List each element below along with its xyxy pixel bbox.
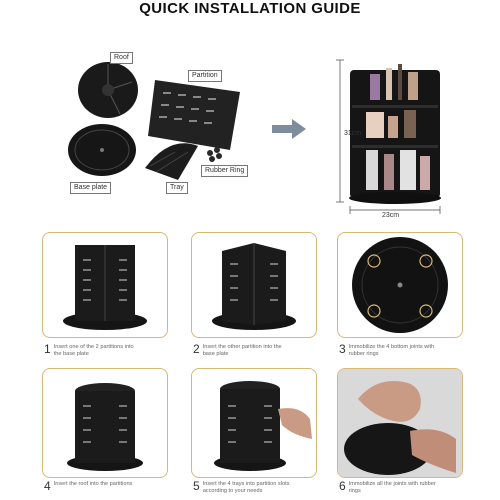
- arrow-right-icon: [272, 119, 306, 139]
- step-2-text: Insert the other partition into the base…: [202, 344, 282, 357]
- step-6-panel: [337, 368, 463, 478]
- step-6-number: 6: [339, 479, 346, 493]
- step-4-illustration: [67, 383, 143, 471]
- step-5-caption: 5 Insert the 4 trays into partition slot…: [193, 480, 291, 494]
- step-6-text: Immobilize all the joints with rubber ri…: [348, 481, 436, 494]
- partition-part: [148, 80, 240, 150]
- step-5-illustration: [214, 381, 312, 471]
- label-partition: Partition: [188, 70, 222, 82]
- step-2-illustration: [212, 243, 296, 330]
- step-4-panel: [42, 368, 168, 478]
- label-roof: Roof: [110, 52, 133, 64]
- step-1-panel: [42, 232, 168, 338]
- tray-part: [145, 143, 198, 180]
- step-1-illustration: [63, 245, 147, 330]
- step-2-panel: [191, 232, 317, 338]
- step-4-caption: 4 Insert the roof into the partitions: [44, 480, 132, 492]
- step-6-caption: 6 Immobilize all the joints with rubber …: [339, 480, 437, 494]
- label-rubber-ring: Rubber Ring: [201, 165, 249, 177]
- assembled-product-photo: [336, 59, 441, 214]
- step-1-number: 1: [44, 342, 51, 356]
- step-1-caption: 1 Insert one of the 2 partitions into th…: [44, 343, 142, 357]
- step-3-panel: [337, 232, 463, 338]
- step-3-text: Immobilize the 4 bottom joints with rubb…: [348, 344, 435, 357]
- step-3-number: 3: [339, 342, 346, 356]
- step-3-illustration: [352, 237, 448, 333]
- step-4-text: Insert the roof into the partitions: [53, 481, 133, 487]
- step-4-number: 4: [44, 479, 51, 493]
- exploded-parts-illustration: [68, 62, 240, 180]
- label-base-plate: Base plate: [70, 182, 112, 194]
- step-5-panel: [191, 368, 317, 478]
- height-dimension: 31cm: [344, 130, 362, 137]
- step-5-text: Insert the 4 trays into partition slots …: [202, 481, 290, 494]
- step-6-illustration: [338, 369, 462, 477]
- step-3-caption: 3 Immobilize the 4 bottom joints with ru…: [339, 343, 437, 357]
- width-dimension: 23cm: [382, 212, 400, 219]
- page-title: QUICK INSTALLATION GUIDE: [139, 0, 361, 17]
- step-2-caption: 2 Insert the other partition into the ba…: [193, 343, 291, 357]
- step-2-number: 2: [193, 342, 200, 356]
- step-1-text: Insert one of the 2 partitions into the …: [53, 344, 134, 357]
- label-tray: Tray: [166, 182, 188, 194]
- rubber-ring-part: [207, 147, 222, 162]
- step-5-number: 5: [193, 479, 200, 493]
